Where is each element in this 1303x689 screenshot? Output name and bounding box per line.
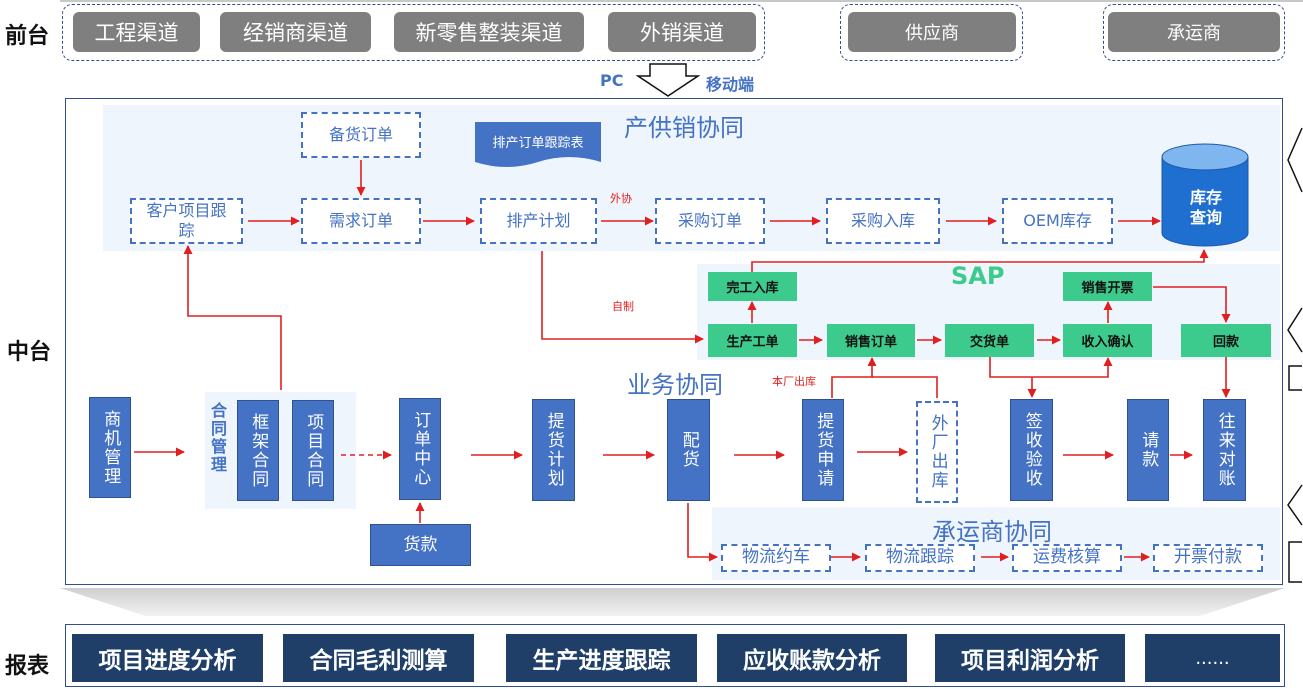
sales-order-box[interactable]: 销售订单 (827, 324, 915, 357)
customer-project-box[interactable]: 客户项目跟踪 (130, 198, 243, 244)
frame-contract-box[interactable]: 框架合同 (237, 400, 279, 501)
inventory-query-label: 库存查询 (1189, 188, 1222, 227)
report-frame (65, 624, 1285, 687)
external-out-box[interactable]: 外厂出库 (916, 401, 958, 503)
purchase-order-box[interactable]: 采购订单 (655, 198, 765, 244)
carrier-step-4[interactable]: 开票付款 (1153, 544, 1263, 572)
channel-new-retail[interactable]: 新零售整装渠道 (394, 12, 584, 52)
row-label-middle: 中台 (7, 340, 52, 365)
sap-title: SAP (951, 262, 1005, 290)
production-order-box[interactable]: 生产工单 (708, 324, 797, 357)
pickup-plan-box[interactable]: 提货计划 (532, 399, 575, 501)
allocation-box[interactable]: 配货 (667, 399, 710, 501)
finish-receipt-box[interactable]: 完工入库 (708, 272, 797, 301)
channel-dealer[interactable]: 经销商渠道 (220, 12, 371, 52)
carrier-step-2[interactable]: 物流跟踪 (865, 544, 975, 572)
psc-title: 产供销协同 (624, 114, 744, 142)
sales-invoice-box[interactable]: 销售开票 (1063, 272, 1152, 301)
stock-order-box[interactable]: 备货订单 (301, 112, 421, 158)
demand-order-box[interactable]: 需求订单 (301, 198, 421, 244)
report-contract-margin[interactable]: 合同毛利测算 (283, 634, 474, 682)
top-rule (60, 0, 1303, 2)
oem-stock-box[interactable]: OEM库存 (1002, 198, 1113, 244)
project-contract-box[interactable]: 项目合同 (292, 400, 334, 501)
self-made-label: 自制 (612, 300, 634, 313)
carrier-step-1[interactable]: 物流约车 (721, 544, 831, 572)
carrier-button[interactable]: 承运商 (1108, 12, 1280, 52)
carrier-group (1103, 4, 1285, 61)
contract-mgmt-label: 合同管理 (208, 402, 227, 474)
local-out-label: 本厂出库 (772, 375, 816, 388)
front-channels-group (62, 4, 765, 61)
row-label-front: 前台 (5, 24, 50, 49)
report-receivables[interactable]: 应收账款分析 (717, 634, 907, 682)
outsource-label: 外协 (610, 192, 632, 205)
payment-received-box[interactable]: 回款 (1181, 324, 1271, 357)
pickup-request-box[interactable]: 提货申请 (802, 399, 844, 501)
payment-request-box[interactable]: 请款 (1127, 399, 1169, 501)
inventory-database-icon[interactable] (1161, 143, 1249, 249)
sign-check-box[interactable]: 签收验收 (1010, 399, 1053, 501)
report-project-progress[interactable]: 项目进度分析 (72, 634, 263, 682)
report-separator (60, 588, 1285, 616)
goods-payment-box[interactable]: 货款 (370, 524, 471, 566)
carrier-step-3[interactable]: 运费核算 (1012, 544, 1122, 572)
carrier-title: 承运商协同 (932, 518, 1052, 546)
order-center-box[interactable]: 订单中心 (399, 398, 441, 500)
merchant-mgmt-box[interactable]: 商机管理 (89, 397, 131, 498)
purchase-receipt-box[interactable]: 采购入库 (826, 198, 940, 244)
down-arrow-icon (636, 63, 700, 97)
report-production-progress[interactable]: 生产进度跟踪 (506, 634, 697, 682)
biz-title: 业务协同 (627, 371, 723, 399)
schedule-tracking-label: 排产订单跟踪表 (492, 136, 584, 151)
delivery-note-box[interactable]: 交货单 (945, 324, 1034, 357)
pc-label: PC (600, 71, 624, 90)
supplier-button[interactable]: 供应商 (848, 12, 1016, 52)
supplier-group (840, 4, 1023, 61)
revenue-confirm-box[interactable]: 收入确认 (1063, 324, 1152, 357)
row-label-report: 报表 (5, 654, 50, 679)
mobile-label: 移动端 (706, 75, 755, 94)
middle-frame (65, 98, 1283, 585)
schedule-tracking-doc[interactable] (475, 122, 601, 172)
production-plan-box[interactable]: 排产计划 (480, 198, 597, 244)
report-project-profit[interactable]: 项目利润分析 (935, 634, 1125, 682)
channel-engineering[interactable]: 工程渠道 (73, 12, 200, 52)
right-edge-arrows (1287, 127, 1303, 583)
channel-export[interactable]: 外销渠道 (608, 12, 756, 52)
report-more[interactable]: ...... (1145, 634, 1280, 682)
reconcile-box[interactable]: 往来对账 (1203, 399, 1246, 501)
